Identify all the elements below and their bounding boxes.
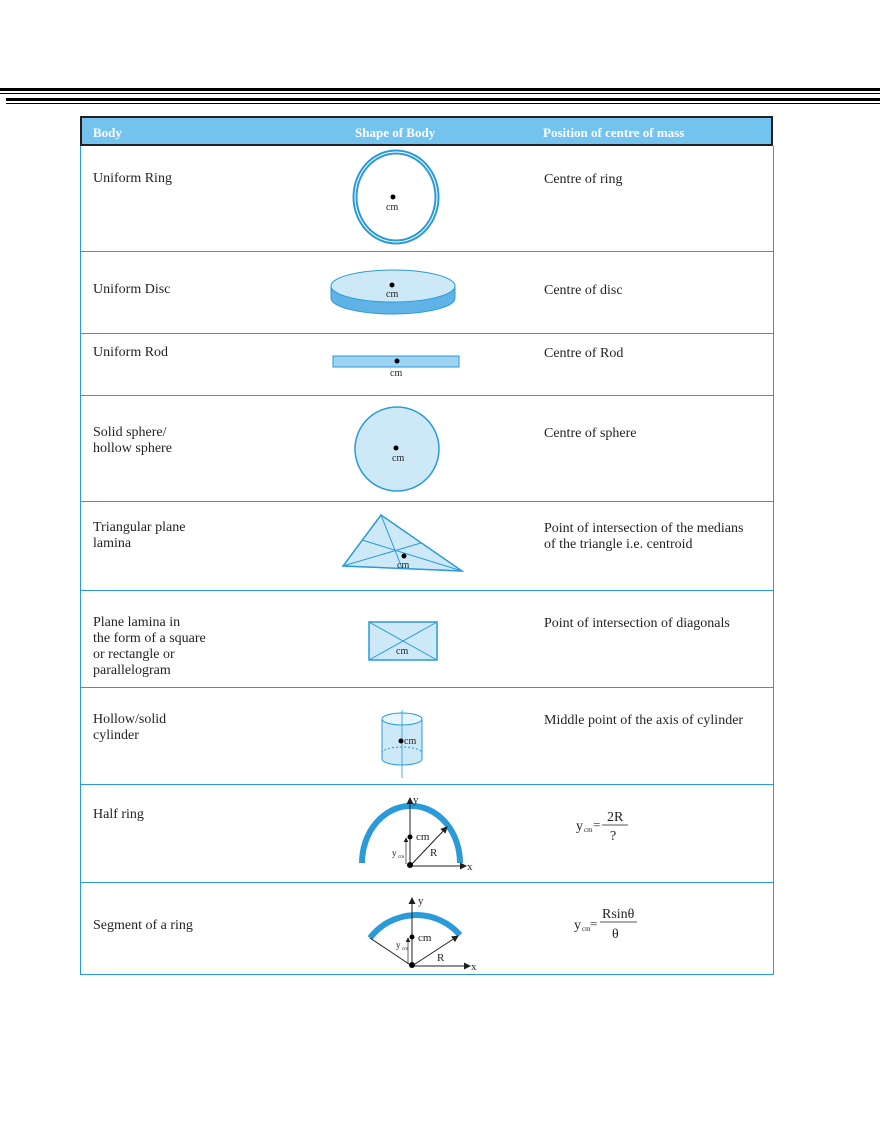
svg-text:R: R	[430, 847, 438, 859]
triangle-shape: cm	[341, 513, 465, 572]
rectangle-shape: cm	[368, 621, 438, 661]
svg-text:y: y	[392, 848, 397, 858]
table-row: Triangular plane lamina Point of interse…	[81, 502, 773, 591]
svg-text:x: x	[471, 961, 477, 973]
top-rule	[6, 98, 880, 101]
table-row: Uniform Ring Centre of ring	[81, 146, 773, 252]
svg-text:y: y	[418, 895, 424, 907]
svg-text:cm: cm	[396, 646, 408, 657]
top-rule	[6, 103, 880, 104]
svg-text:cm: cm	[397, 560, 409, 571]
svg-text:cm: cm	[404, 736, 416, 747]
table-row: Solid sphere/ hollow sphere Centre of sp…	[81, 396, 773, 502]
header-position: Position of centre of mass	[543, 125, 685, 140]
cm-position: Centre of Rod	[544, 346, 624, 361]
svg-text:x: x	[467, 861, 473, 873]
svg-text:=: =	[593, 817, 600, 832]
body-name: Triangular plane lamina	[93, 520, 186, 551]
body-name: Half ring	[93, 807, 144, 822]
table-row: Uniform Rod Centre of Rod	[81, 334, 773, 396]
sphere-shape: cm	[354, 406, 440, 492]
svg-text:?: ?	[610, 829, 616, 844]
svg-text:y: y	[574, 918, 581, 933]
svg-text:θ: θ	[612, 927, 619, 942]
svg-text:=: =	[590, 916, 597, 931]
body-name: Solid sphere/ hollow sphere	[93, 425, 172, 456]
table-row: Hollow/solid cylinder Middle point of th…	[81, 688, 773, 785]
cm-position: Centre of disc	[544, 283, 623, 298]
svg-text:cm: cm	[416, 831, 430, 843]
top-rule	[0, 88, 880, 91]
centre-of-mass-table: Uniform Ring Centre of ring Uniform Disc…	[80, 146, 774, 975]
svg-text:cm: cm	[418, 932, 432, 944]
svg-text:2R: 2R	[607, 810, 624, 825]
table-row: Uniform Disc Centre of disc	[81, 252, 773, 334]
cm-position: Middle point of the axis of cylinder	[544, 713, 744, 728]
svg-text:y: y	[576, 819, 583, 834]
body-name: Segment of a ring	[93, 918, 193, 933]
cm-position: Point of intersection of the medians of …	[544, 521, 744, 552]
rod-shape: cm	[332, 355, 460, 379]
table-row: Segment of a ring	[81, 883, 773, 973]
body-name: Hollow/solid cylinder	[93, 712, 167, 743]
svg-text:cm: cm	[398, 855, 404, 860]
cylinder-shape: cm	[381, 710, 423, 778]
svg-text:cm: cm	[584, 826, 593, 834]
svg-text:R: R	[437, 952, 445, 964]
top-rule	[0, 93, 880, 94]
body-name: Uniform Ring	[93, 171, 172, 186]
svg-text:cm: cm	[392, 453, 404, 464]
disc-shape: cm	[330, 269, 456, 315]
cm-position: Centre of ring	[544, 172, 623, 187]
body-name: Uniform Rod	[93, 345, 169, 360]
table-row: Half ring	[81, 785, 773, 883]
header-shape: Shape of Body	[355, 125, 436, 140]
svg-text:cm: cm	[386, 202, 398, 213]
table-header: Body Shape of Body Position of centre of…	[80, 116, 773, 146]
svg-text:y: y	[396, 940, 401, 950]
cm-position: Centre of sphere	[544, 426, 637, 441]
header-body: Body	[93, 125, 122, 140]
body-name: Plane lamina in the form of a square or …	[93, 615, 206, 678]
svg-text:cm: cm	[390, 368, 402, 379]
svg-text:Rsinθ: Rsinθ	[602, 907, 635, 922]
table-row: Plane lamina in the form of a square or …	[81, 591, 773, 688]
ring-shape: cm	[352, 149, 440, 245]
svg-text:cm: cm	[582, 925, 591, 933]
svg-text:cm: cm	[386, 289, 398, 300]
body-name: Uniform Disc	[93, 282, 171, 297]
cm-position: Point of intersection of diagonals	[544, 616, 730, 631]
svg-text:y: y	[413, 794, 419, 806]
svg-text:cm: cm	[402, 947, 408, 952]
